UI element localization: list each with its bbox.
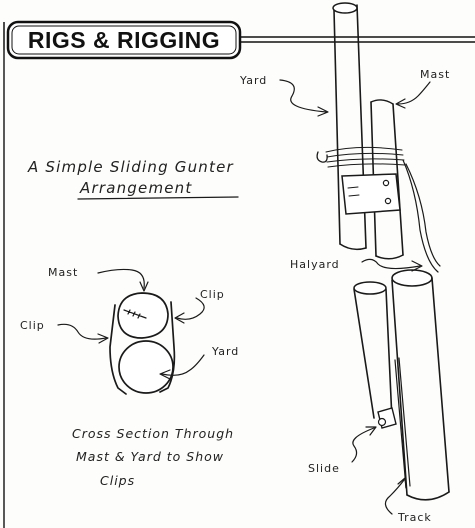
label-yard-top: Yard <box>239 74 267 87</box>
caption-underline <box>77 196 239 200</box>
label-track: Track <box>397 511 432 524</box>
lower-rig-drawing <box>353 269 450 501</box>
page-title: RIGS & RIGGING <box>28 27 220 53</box>
label-mast-cross: Mast <box>48 266 78 279</box>
label-halyard: Halyard <box>290 258 340 271</box>
label-yard-cross: Yard <box>211 345 239 358</box>
caption-line-2: Arrangement <box>79 179 192 197</box>
section-note-line-2: Mast & Yard to Show <box>76 449 224 464</box>
label-mast-top: Mast <box>420 68 450 81</box>
section-note-line-3: Clips <box>100 473 135 488</box>
section-note-line-1: Cross Section Through <box>72 426 234 441</box>
caption-line-1: A Simple Sliding Gunter <box>27 158 234 176</box>
label-clip-left: Clip <box>20 319 45 332</box>
title-banner: RIGS & RIGGING <box>3 20 475 60</box>
upper-rig-drawing <box>316 2 441 273</box>
leader-arrows <box>57 79 431 515</box>
cross-section-drawing <box>109 292 176 395</box>
label-clip-right: Clip <box>200 288 225 301</box>
label-slide: Slide <box>308 462 340 475</box>
